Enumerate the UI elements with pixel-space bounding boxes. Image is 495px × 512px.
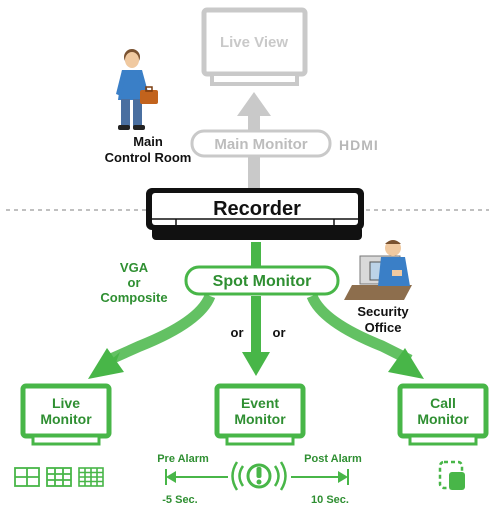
security-office-line2: Office [365, 320, 402, 335]
split-screen-9-icon [46, 467, 72, 487]
pre-alarm-timeline [165, 469, 228, 485]
connection-or-label: or [128, 275, 141, 290]
connection-vga-label: VGA [120, 260, 149, 275]
main-control-room-line1: Main [133, 134, 163, 149]
live-view-label: Live View [220, 34, 288, 51]
or-left-label: or [231, 325, 244, 340]
split-screen-4-icon [14, 467, 40, 487]
post-alarm-timeline [291, 469, 349, 485]
event-monitor-line2: Monitor [234, 411, 286, 427]
spot-monitor-pill: Spot Monitor [184, 265, 340, 296]
live-view-monitor: Live View [201, 7, 308, 86]
main-monitor-label: Main Monitor [214, 136, 307, 153]
recorder-box: Recorder [146, 188, 364, 240]
call-monitor-line2: Monitor [417, 411, 469, 427]
call-monitor-icon [438, 460, 465, 490]
arrow-to-event-monitor [242, 296, 270, 376]
hdmi-label: HDMI [339, 137, 379, 153]
arrow-to-call-monitor [306, 293, 424, 379]
security-office-line1: Security [357, 304, 409, 319]
security-guard-icon [344, 240, 412, 300]
post-alarm-label: Post Alarm [304, 453, 362, 465]
pre-alarm-label: Pre Alarm [157, 453, 209, 465]
spot-monitor-label: Spot Monitor [213, 273, 312, 290]
alarm-icon [231, 461, 287, 491]
live-monitor-line2: Monitor [40, 411, 92, 427]
live-monitor: Live Monitor [20, 383, 112, 446]
up-arrow-to-live-view [237, 92, 271, 142]
recorder-label: Recorder [213, 198, 301, 220]
person-with-briefcase-icon [116, 49, 158, 130]
live-monitor-line1: Live [52, 395, 80, 411]
pre-alarm-time: -5 Sec. [162, 494, 197, 506]
main-monitor-pill: Main Monitor [190, 129, 332, 158]
connection-composite-label: Composite [100, 290, 167, 305]
call-monitor: Call Monitor [397, 383, 489, 446]
split-screen-16-icon [78, 467, 104, 487]
call-monitor-line1: Call [430, 395, 456, 411]
spot-monitor-link [251, 242, 261, 266]
event-monitor: Event Monitor [214, 383, 306, 446]
post-alarm-time: 10 Sec. [311, 494, 349, 506]
main-control-room-line2: Control Room [105, 150, 192, 165]
or-right-label: or [273, 325, 286, 340]
arrow-to-live-monitor [88, 293, 216, 379]
main-monitor-link [248, 156, 260, 188]
event-monitor-line1: Event [241, 395, 279, 411]
